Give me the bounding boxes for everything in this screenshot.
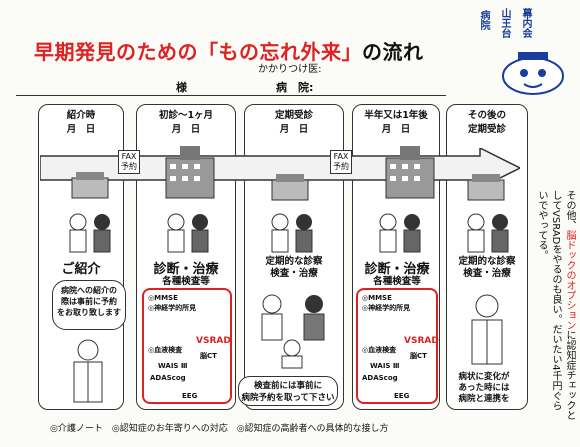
- referral-label: ご紹介: [61, 262, 101, 277]
- name-row: 様 病 院:: [16, 78, 446, 96]
- test-blood: ◎血液検査: [362, 346, 397, 354]
- test-eeg: EEG: [182, 392, 198, 400]
- test-mmse: ◎MMSE: [148, 294, 178, 302]
- note-line: 病院予約を取って下さい: [241, 393, 335, 403]
- test-mmse: ◎MMSE: [362, 294, 392, 302]
- tests-label: 各種検査等: [162, 276, 210, 287]
- logo-text-2: 山王台: [499, 8, 510, 38]
- column-title: 定期受診: [274, 110, 313, 121]
- doctor-patient-illustration: [379, 213, 421, 253]
- doctor-figure-icon: [471, 294, 503, 365]
- column-date: 定期受診: [467, 124, 506, 135]
- page-title: 早期発見のための「もの忘れ外来」の流れ: [34, 40, 424, 64]
- reservation-note: 検査前には事前に病院予約を取って下さい: [238, 376, 338, 406]
- test-blood: ◎血液検査: [148, 346, 183, 354]
- clinic-building-icon: [467, 174, 505, 201]
- family-doctor-label: かかりつけ医:: [258, 64, 322, 75]
- clinic-building-icon: [71, 172, 109, 199]
- test-adas: ADAScog: [362, 374, 398, 382]
- test-eeg: EEG: [394, 392, 410, 400]
- mascot-logo-icon: [502, 52, 564, 95]
- side-note-highlight: 脳ドックのオプション: [564, 230, 575, 330]
- side-note-text: VSRADをやるのも良い。だいたい4千円ぐらいでやってる。: [536, 190, 561, 411]
- bubble-line: 際は事前に予約: [61, 297, 117, 306]
- bottom-notes: ◎介護ノート ◎認知症のお年寄りへの対応 ◎認知症の高齢者への具体的な接し方: [50, 424, 389, 434]
- hospital-building-icon: [385, 146, 435, 199]
- fax-sub: 予約: [333, 162, 349, 171]
- tests-box: ◎MMSE ◎神経学的所見 ◎血液検査 WAIS Ⅲ ADAScog 脳CT E…: [142, 288, 232, 404]
- test-wais: WAIS Ⅲ: [158, 362, 188, 370]
- column-title: 初診〜1ヶ月: [158, 110, 214, 121]
- referral-note-bubble: 病院への紹介の 際は事前に予約 をお取り致します: [52, 280, 126, 330]
- column-date: 月 日: [171, 124, 201, 135]
- side-note-text: に認知症チェックとして: [550, 190, 575, 420]
- column-referral: 紹介時月 日: [38, 104, 124, 410]
- test-ct: 脳CT: [410, 352, 427, 360]
- label-line: 検査・治療: [270, 268, 318, 279]
- column-date: 月 日: [66, 124, 96, 135]
- doctor-patient-illustration: [467, 213, 509, 253]
- clinic-building-icon: [271, 174, 309, 201]
- vsrad-label-2: VSRAD: [404, 336, 439, 346]
- test-neuro: ◎神経学的所見: [148, 304, 197, 312]
- note-line: 病状に変化が: [458, 372, 510, 382]
- doctor-patient-illustration: [69, 213, 111, 253]
- patient-name-suffix: 様: [176, 81, 187, 94]
- fax-label: FAX: [121, 152, 137, 161]
- diagnosis-label: 診断・治療: [153, 262, 219, 277]
- followup-checkup-label: 定期的な診察検査・治療: [450, 256, 524, 280]
- tests-label-2: 各種検査等: [373, 276, 421, 287]
- doctor-figure-icon: [73, 339, 103, 403]
- doctor-patient-illustration: [271, 213, 313, 253]
- fax-sub: 予約: [121, 162, 137, 171]
- note-line: あった時には: [458, 383, 510, 393]
- handwritten-side-note: その他、脳ドックのオプションに認知症チェックとしてVSRADをやるのも良い。だい…: [532, 190, 576, 420]
- bubble-line: をお取り致します: [57, 308, 121, 317]
- column-date: 月 日: [381, 124, 411, 135]
- vsrad-label: VSRAD: [196, 336, 231, 346]
- regular-checkup-label: 定期的な診察検査・治療: [248, 256, 340, 280]
- column-title: 紹介時: [66, 110, 96, 121]
- checkup-illustration: [261, 294, 325, 369]
- note-line: 病院と連携を: [458, 394, 510, 404]
- fax-label: FAX: [333, 152, 349, 161]
- column-title: その後の: [467, 110, 506, 121]
- label-line: 検査・治療: [463, 268, 511, 279]
- followup-note: 病状に変化が あった時には 病院と連携を: [444, 372, 524, 406]
- hospital-building-icon: [165, 146, 215, 199]
- logo-text-3: 幕内会: [520, 8, 531, 38]
- label-line: 定期的な診察: [458, 256, 516, 267]
- side-note-text: その他、: [564, 190, 575, 230]
- diagnosis-label-2: 診断・治療: [364, 262, 430, 277]
- bubble-line: 病院への紹介の: [61, 286, 117, 295]
- doctor-patient-illustration: [167, 213, 209, 253]
- column-title: 半年又は1年後: [364, 110, 428, 121]
- test-ct: 脳CT: [200, 352, 217, 360]
- label-line: 定期的な診察: [265, 256, 323, 267]
- hospital-field-label: 病 院:: [276, 81, 314, 94]
- test-adas: ADAScog: [150, 374, 186, 382]
- column-date: 月 日: [279, 124, 309, 135]
- test-neuro: ◎神経学的所見: [362, 304, 411, 312]
- tests-box-2: ◎MMSE ◎神経学的所見 ◎血液検査 WAIS Ⅲ ADAScog 脳CT E…: [356, 288, 439, 404]
- note-line: 検査前には事前に: [253, 381, 322, 391]
- logo-text-1: 病院: [478, 10, 489, 30]
- test-wais: WAIS Ⅲ: [370, 362, 400, 370]
